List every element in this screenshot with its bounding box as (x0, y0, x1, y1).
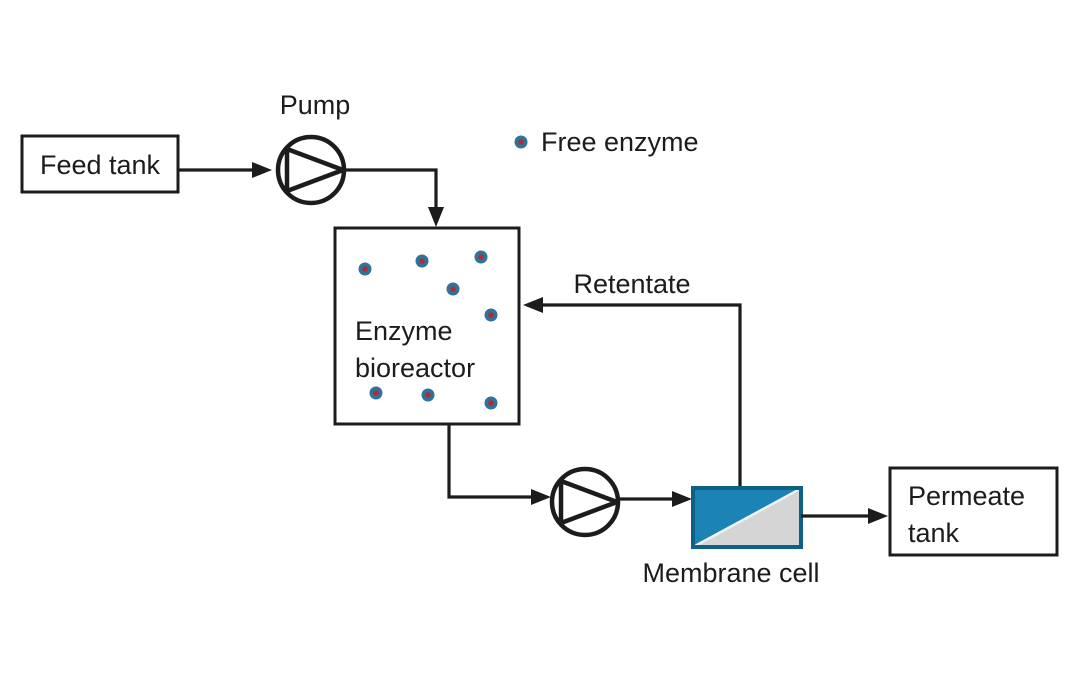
enzyme-bioreactor-label-line1: Enzyme (355, 316, 453, 346)
membrane-diagonal-line (694, 487, 801, 548)
enzyme-bioreactor-node: Enzyme bioreactor (333, 226, 521, 426)
feed-tank-node: Feed tank (20, 134, 180, 194)
retentate-stream: Retentate (523, 269, 742, 488)
free-enzyme-dots (358, 250, 498, 410)
permeate-tank-label-line2: tank (908, 518, 960, 548)
feed-tank-label: Feed tank (40, 150, 161, 180)
membrane-cell-node: Membrane cell (642, 486, 820, 588)
legend-enzyme-dot-core-icon (518, 139, 524, 145)
bioreactor-to-pump-stream (447, 424, 551, 505)
pump-label: Pump (280, 90, 351, 120)
free-enzyme-legend: Free enzyme (514, 127, 699, 157)
feed-tank-box (20, 134, 180, 194)
bioreactor-to-pump-arrowhead-icon (531, 489, 551, 505)
enzyme-dot-core-icon (488, 400, 494, 406)
pump-to-membrane-stream (617, 491, 692, 507)
permeate-stream (801, 508, 888, 524)
permeate-tank-node: Permeate tank (888, 466, 1059, 557)
enzyme-dot-core-icon (425, 392, 431, 398)
pump-to-membrane-arrowhead-icon (672, 491, 692, 507)
enzyme-bioreactor-label-line2: bioreactor (355, 353, 475, 383)
pump-2-node (549, 466, 621, 538)
permeate-tank-box (888, 466, 1059, 557)
pump-2-impeller-icon (558, 478, 620, 526)
enzyme-dot-core-icon (478, 254, 484, 260)
retentate-line (541, 303, 742, 488)
retentate-arrowhead-icon (523, 297, 543, 313)
free-enzyme-label: Free enzyme (541, 127, 699, 157)
membrane-to-permeate-arrowhead-icon (868, 508, 888, 524)
pump-to-bioreactor-stream (343, 168, 444, 227)
feed-to-pump-arrowhead-icon (252, 162, 272, 178)
enzyme-dot-core-icon (362, 266, 368, 272)
pump-to-bioreactor-line (343, 168, 438, 210)
pump-to-bioreactor-arrowhead-icon (428, 207, 444, 227)
pump-1-impeller-icon (284, 146, 346, 194)
retentate-label: Retentate (573, 269, 690, 299)
enzyme-dot-core-icon (488, 312, 494, 318)
enzyme-dot-core-icon (419, 258, 425, 264)
pump-1-node: Pump (275, 90, 351, 206)
enzyme-dot-core-icon (373, 390, 379, 396)
enzyme-dot-core-icon (450, 286, 456, 292)
bioreactor-to-pump-line (447, 424, 533, 499)
feed-to-pump-stream (178, 162, 272, 178)
membrane-cell-label: Membrane cell (642, 558, 819, 588)
permeate-tank-label-line1: Permeate (908, 481, 1025, 511)
